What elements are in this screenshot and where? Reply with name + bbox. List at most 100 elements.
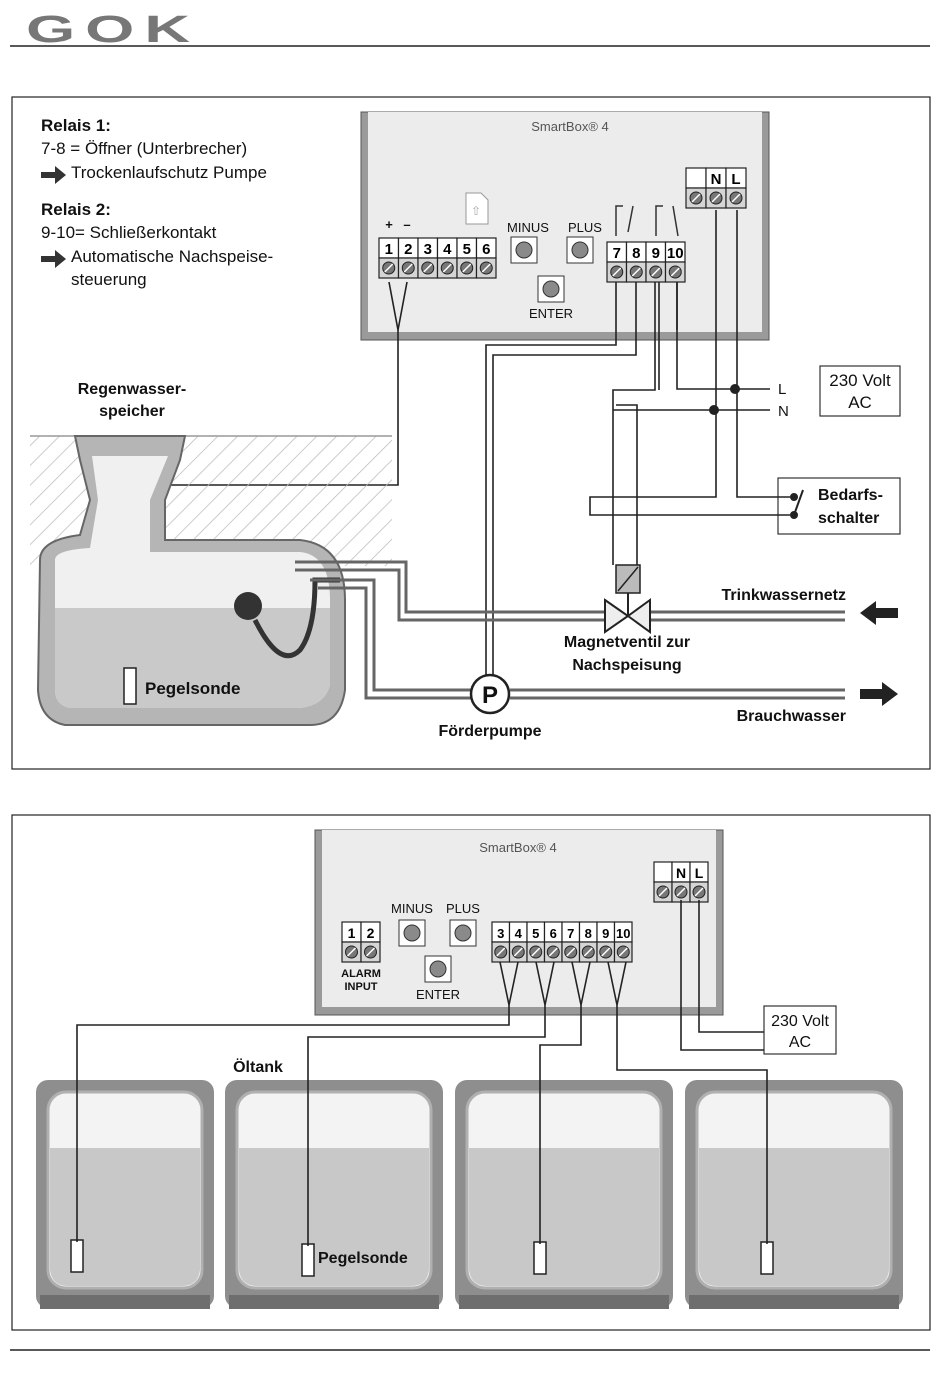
sd-card-icon xyxy=(465,192,489,225)
arrow-right-icon xyxy=(41,250,66,268)
power-terminal- xyxy=(685,167,707,189)
pipes xyxy=(295,560,845,700)
level-probe-icon xyxy=(123,667,137,705)
plus-button-knob xyxy=(571,241,589,259)
screw-slot-icon xyxy=(658,887,668,897)
power-terminal- xyxy=(653,861,673,883)
tank-label-line1: Regenwasser- xyxy=(78,381,187,398)
screw-slot-icon xyxy=(618,947,628,957)
oil-tank-4 xyxy=(685,1080,903,1309)
screw-slot-icon xyxy=(566,947,576,957)
oil-tank-2 xyxy=(225,1080,443,1309)
drinking-water-label: Trinkwassernetz xyxy=(722,587,847,604)
screw-slot-icon xyxy=(346,947,357,957)
main-terminal-label: 7 xyxy=(567,926,574,941)
enter-label: ENTER xyxy=(416,987,460,1002)
pump-symbol: P xyxy=(482,682,498,709)
solenoid-valve-icon xyxy=(604,564,651,634)
enter-button-knob xyxy=(542,280,560,298)
oil-tanks xyxy=(36,1080,903,1309)
oil-tank-3 xyxy=(455,1080,673,1309)
wire-relay-valve xyxy=(616,404,638,565)
main-terminal-label: 6 xyxy=(550,926,557,941)
screw-slot-icon xyxy=(601,947,611,957)
level-probe-icon xyxy=(760,1241,774,1275)
sd-card-arrow-icon: ⇧ xyxy=(471,204,481,218)
screw-slot-icon xyxy=(365,947,376,957)
junction-dot xyxy=(709,405,719,415)
screw-slot-icon xyxy=(462,263,472,273)
relay-terminal-label: 8 xyxy=(632,245,640,262)
screw-slot-icon xyxy=(651,267,661,277)
power-label-line1: 230 Volt xyxy=(771,1013,829,1030)
screw-slot-icon xyxy=(670,267,680,277)
smartbox-title: SmartBox® 4 xyxy=(479,840,557,855)
main-terminal-label: 4 xyxy=(515,926,523,941)
screw-slot-icon xyxy=(676,887,686,897)
enter-label: ENTER xyxy=(529,306,573,321)
float-icon xyxy=(234,592,262,620)
enter-button-knob xyxy=(429,960,447,978)
relay-terminal-label: 10 xyxy=(667,245,684,262)
relay-terminal-label: 7 xyxy=(613,245,621,262)
screw-slot-icon xyxy=(694,887,704,897)
alarm-terminal-label: 1 xyxy=(348,925,356,941)
relais2-title: Relais 2: xyxy=(41,200,111,219)
power-terminal-label: L xyxy=(731,171,740,188)
power-terminal-label: N xyxy=(711,171,722,188)
pump-icon xyxy=(469,673,511,715)
screw-slot-icon xyxy=(384,263,394,273)
float-hose xyxy=(252,577,340,659)
power-label-line2: AC xyxy=(789,1034,811,1051)
valve-label-line2: Nachspeisung xyxy=(572,657,681,674)
screw-slot-icon xyxy=(548,947,558,957)
plus-label: PLUS xyxy=(568,220,602,235)
plus-label: PLUS xyxy=(446,901,480,916)
diagram2-frame xyxy=(11,814,931,1331)
demand-switch-line1: Bedarfs- xyxy=(818,487,883,504)
arrow-right-icon xyxy=(41,166,66,184)
diagram1-frame xyxy=(11,96,931,770)
oil-tank-1 xyxy=(36,1080,214,1309)
arrow-right-icon xyxy=(860,682,898,706)
alarm-input-line1: ALARM xyxy=(341,968,381,980)
screw-slot-icon xyxy=(496,947,506,957)
wiring-diagram2 xyxy=(76,900,768,1246)
left-terminal-label: 2 xyxy=(404,241,412,258)
power-supply-box xyxy=(819,365,901,417)
power-terminal-label: N xyxy=(676,865,686,881)
power-supply-box xyxy=(763,1005,837,1055)
level-probe-icon xyxy=(301,1243,315,1277)
rainwater-tank-scene xyxy=(30,435,392,726)
relais-legend: Relais 1: 7-8 = Öffner (Unterbrecher) Tr… xyxy=(41,116,273,289)
polarity-plus: + xyxy=(385,217,393,232)
power-label-line2: AC xyxy=(848,393,872,412)
main-terminal-label: 5 xyxy=(532,926,539,941)
relais1-title: Relais 1: xyxy=(41,116,111,135)
screw-slot-icon xyxy=(513,947,523,957)
switch-contact-icon xyxy=(790,489,804,519)
probe-label: Pegelsonde xyxy=(145,679,240,698)
screw-slot-icon xyxy=(731,193,741,203)
smartbox-title: SmartBox® 4 xyxy=(531,119,609,134)
relais2-contact: 9-10= Schließerkontakt xyxy=(41,223,217,242)
alarm-terminal-label: 2 xyxy=(367,925,375,941)
minus-button-knob xyxy=(403,924,421,942)
main-terminal-label: 10 xyxy=(616,926,630,941)
screw-slot-icon xyxy=(481,263,491,273)
relais1-contact: 7-8 = Öffner (Unterbrecher) xyxy=(41,139,247,158)
demand-switch-box xyxy=(777,477,901,535)
pump-label: Förderpumpe xyxy=(438,723,541,740)
power-terminal-label: L xyxy=(695,865,704,881)
level-probe-icon xyxy=(70,1239,84,1273)
oil-tank-label: Öltank xyxy=(233,1057,283,1076)
demand-switch-line2: schalter xyxy=(818,510,879,527)
left-terminal-label: 3 xyxy=(424,241,432,258)
minus-button-knob xyxy=(515,241,533,259)
